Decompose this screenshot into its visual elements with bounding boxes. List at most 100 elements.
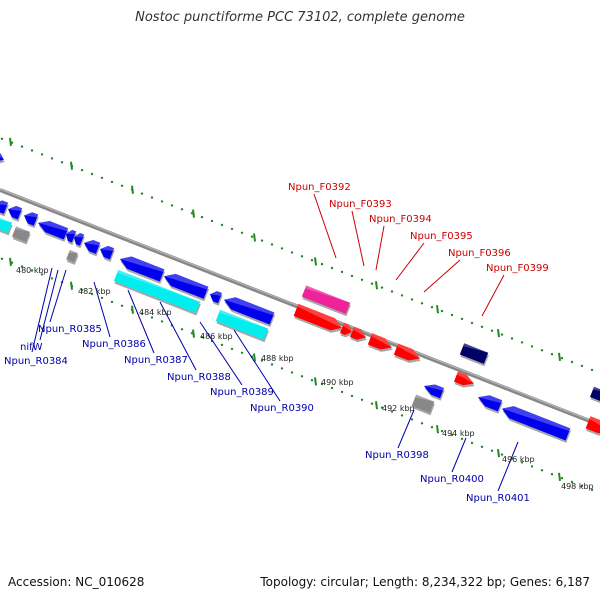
gene-body (100, 245, 115, 260)
upper-tick-dot (50, 157, 54, 160)
lower-tick-dot (460, 437, 464, 441)
gene-highlight (297, 303, 342, 328)
label-leader-lines (31, 193, 519, 492)
blue-gene-feature (38, 220, 69, 242)
scale-label-482: 482 kbp (78, 287, 111, 296)
red-gene-feature (293, 303, 343, 333)
gene-highlight (478, 395, 503, 404)
blue-gene-feature (209, 291, 223, 306)
upper-tick-dot (400, 294, 404, 297)
scale-label-494: 494 kbp (442, 429, 475, 438)
upper-tick-dot (590, 368, 594, 372)
upper-tick-dot (430, 306, 434, 309)
gene-highlight (219, 309, 269, 329)
scale-label-498: 498 kbp (561, 482, 594, 491)
scale-label-490: 490 kbp (321, 378, 354, 387)
lower-tick-dot (230, 347, 234, 351)
upper-tick-dot (140, 192, 144, 195)
gene-highlight (0, 148, 4, 160)
red-gene-feature (339, 322, 353, 338)
lower-tick-dot (240, 351, 244, 354)
upper-major-tick (436, 305, 439, 314)
upper-tick-dot (380, 286, 384, 289)
gene-body (585, 416, 600, 434)
gene-highlight (119, 256, 165, 273)
blue-gene-feature (423, 384, 445, 401)
upper-tick-dot (230, 227, 234, 231)
lower-tick-dot (530, 465, 534, 468)
upper-tick-dot (310, 259, 314, 262)
upper-tick-dot (560, 356, 564, 360)
forward-label-leader (481, 274, 505, 317)
gene-body (293, 303, 342, 331)
gene-body (12, 226, 30, 243)
gene-highlight (65, 229, 77, 235)
lower-tick-dot (440, 429, 444, 433)
gene-highlight (223, 297, 275, 316)
upper-major-tick (314, 257, 317, 266)
gene-body (84, 240, 101, 254)
upper-tick-dot (300, 255, 304, 258)
upper-tick-dot (250, 235, 254, 238)
upper-tick-dot (480, 325, 484, 328)
upper-tick-dot (200, 215, 204, 219)
gene-body (8, 205, 23, 220)
gene-highlight (24, 212, 39, 218)
gene-highlight (463, 343, 489, 353)
upper-tick-dot (260, 239, 264, 242)
scale-label-480: 480 kbp (16, 266, 49, 275)
upper-tick-dot (530, 345, 534, 348)
red-gene-feature (350, 326, 367, 343)
upper-tick-dot (410, 298, 414, 301)
gene-highlight (73, 233, 85, 238)
reverse-label-leader (31, 267, 53, 353)
lower-major-tick (436, 425, 439, 434)
upper-tick-dot (220, 223, 224, 227)
upper-tick-dot (90, 172, 94, 176)
upper-major-tick (253, 233, 256, 242)
gene-body (73, 233, 85, 246)
lower-tick-dot (180, 328, 184, 331)
gene-highlight (423, 384, 445, 391)
lower-tick-dot (40, 273, 44, 276)
upper-tick-dot (110, 180, 114, 184)
gray-gene-feature (12, 226, 31, 245)
upper-tick-dot (370, 282, 374, 285)
lower-tick-dot (430, 426, 434, 429)
upper-tick-dot (330, 266, 334, 270)
navy-gene-feature (459, 343, 489, 367)
reverse-label-leader (497, 441, 519, 492)
upper-tick-dot (100, 176, 104, 180)
gene-body (38, 220, 69, 240)
tick-rows (0, 137, 594, 492)
gene-highlight (8, 205, 23, 212)
forward-label-leader (375, 225, 385, 271)
gene-body (66, 249, 78, 263)
gene-highlight (68, 249, 78, 254)
gene-body (589, 386, 600, 404)
cyan-gene-feature (215, 309, 269, 343)
reverse-label-leader (49, 269, 67, 323)
gene-label-npun-r0389: Npun_R0389 (210, 387, 274, 398)
gene-highlight (305, 285, 351, 303)
lower-tick-dot (390, 410, 394, 413)
red-gene-feature (393, 343, 421, 363)
lower-tick-dot (410, 418, 414, 421)
scale-label-496: 496 kbp (502, 455, 535, 464)
gene-label-npun-r0398: Npun_R0398 (365, 450, 429, 461)
gene-highlight (0, 200, 9, 206)
lower-tick-dot (350, 394, 354, 398)
upper-tick-dot (470, 321, 474, 325)
topology-summary: Topology: circular; Length: 8,234,322 bp… (260, 575, 590, 589)
gene-highlight (371, 333, 392, 348)
upper-tick-dot (210, 219, 214, 223)
gene-body (215, 309, 269, 340)
lower-major-tick (253, 353, 256, 362)
upper-tick-dot (540, 349, 544, 352)
gene-body (223, 297, 275, 325)
gene-body (24, 212, 39, 226)
upper-tick-dot (150, 196, 154, 199)
forward-label-leader (423, 259, 461, 293)
upper-tick-dot (170, 204, 174, 207)
